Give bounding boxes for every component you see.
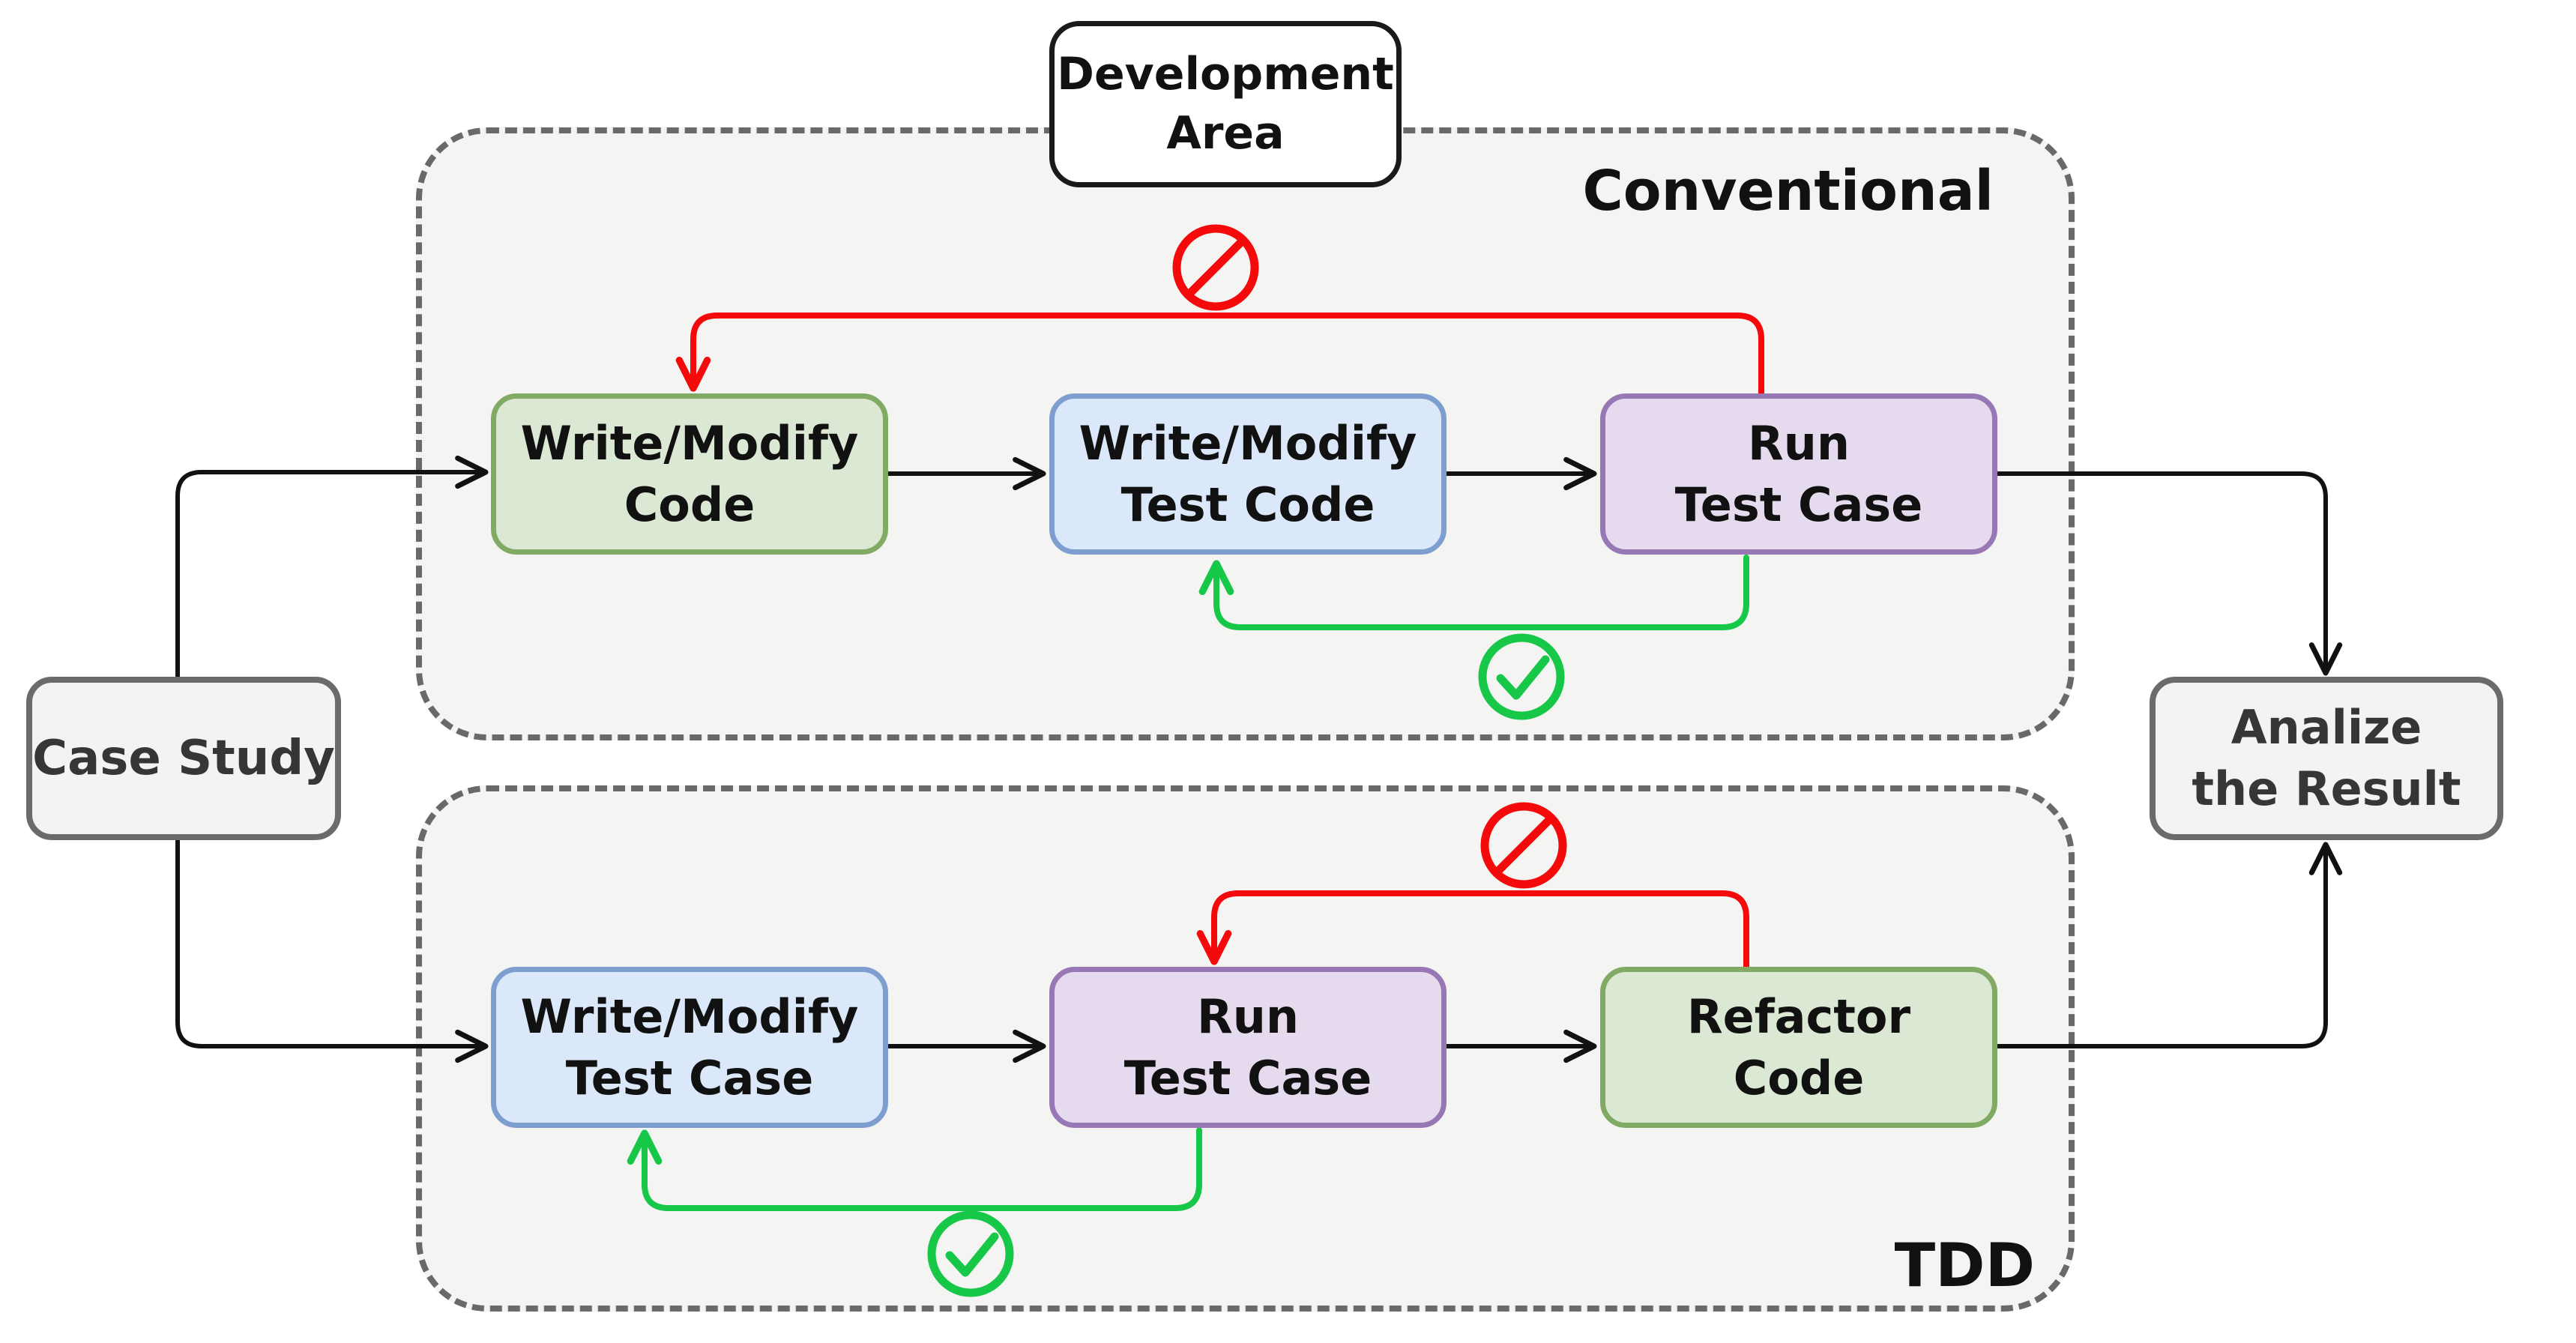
node-conventional-write-modify-test-code: Write/Modify Test Code — [1049, 393, 1447, 555]
arrow-pass-run-test-to-write-test-code — [1198, 555, 1749, 630]
no-entry-icon — [1172, 224, 1259, 311]
arrow-pass-run-test-to-write-test-case — [627, 1127, 1202, 1211]
conventional-label: Conventional — [1582, 159, 1994, 223]
node-tdd-write-modify-test-case: Write/Modify Test Case — [491, 967, 888, 1128]
no-entry-icon — [1480, 802, 1567, 889]
node-case-study: Case Study — [26, 677, 341, 840]
arrow-case-study-to-write-test-case — [175, 838, 489, 1063]
arrow-refactor-code-to-analyze — [1995, 842, 2343, 1048]
node-conventional-run-test-case: Run Test Case — [1600, 393, 1997, 555]
arrow-fail-refactor-to-run-test — [1196, 890, 1749, 971]
node-tdd-run-test-case: Run Test Case — [1049, 967, 1447, 1128]
arrow-run-test-case-to-analyze — [1995, 471, 2343, 676]
node-conventional-write-modify-code: Write/Modify Code — [491, 393, 888, 555]
arrow-case-study-to-write-code — [175, 455, 489, 680]
node-tdd-refactor-code: Refactor Code — [1600, 967, 1997, 1128]
check-circle-icon — [927, 1210, 1014, 1297]
node-analyze-result: Analize the Result — [2150, 677, 2503, 840]
node-development-area: Development Area — [1049, 21, 1402, 187]
tdd-label: TDD — [1894, 1231, 2035, 1300]
check-circle-icon — [1478, 633, 1565, 720]
arrow-fail-run-test-to-write-code — [675, 313, 1764, 398]
